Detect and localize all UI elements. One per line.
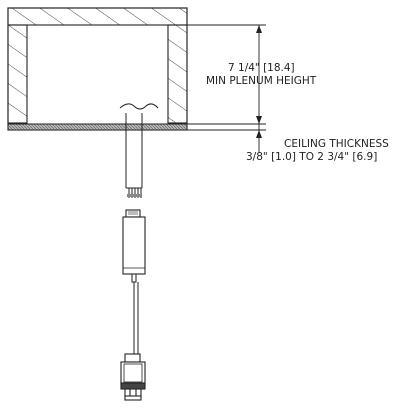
ceiling-thickness-label: CEILING THICKNESS [284, 138, 389, 150]
driver-box [122, 209, 146, 275]
arrowhead-down [256, 116, 262, 124]
right-wall [167, 24, 188, 124]
light-fixture [120, 353, 146, 401]
ceiling-panel [7, 123, 188, 131]
left-wall [7, 24, 28, 124]
cable-bundle [119, 103, 159, 198]
plenum-height-label: MIN PLENUM HEIGHT [206, 75, 317, 87]
arrowhead-up [256, 25, 262, 33]
output-cable [131, 273, 139, 356]
plenum-height-dimension [187, 24, 266, 125]
ceiling-thickness-value: 3/8" [1.0] TO 2 3/4" [6.9] [246, 151, 378, 163]
plenum-outline [7, 7, 188, 131]
top-slab [7, 7, 188, 26]
cable-break-symbol [119, 103, 159, 110]
ceiling-thickness-dimension [187, 124, 266, 152]
plenum-height-value: 7 1/4" [18.4] [228, 62, 295, 74]
arrowhead-ceiling [256, 130, 262, 138]
plenum-structure [7, 7, 188, 131]
